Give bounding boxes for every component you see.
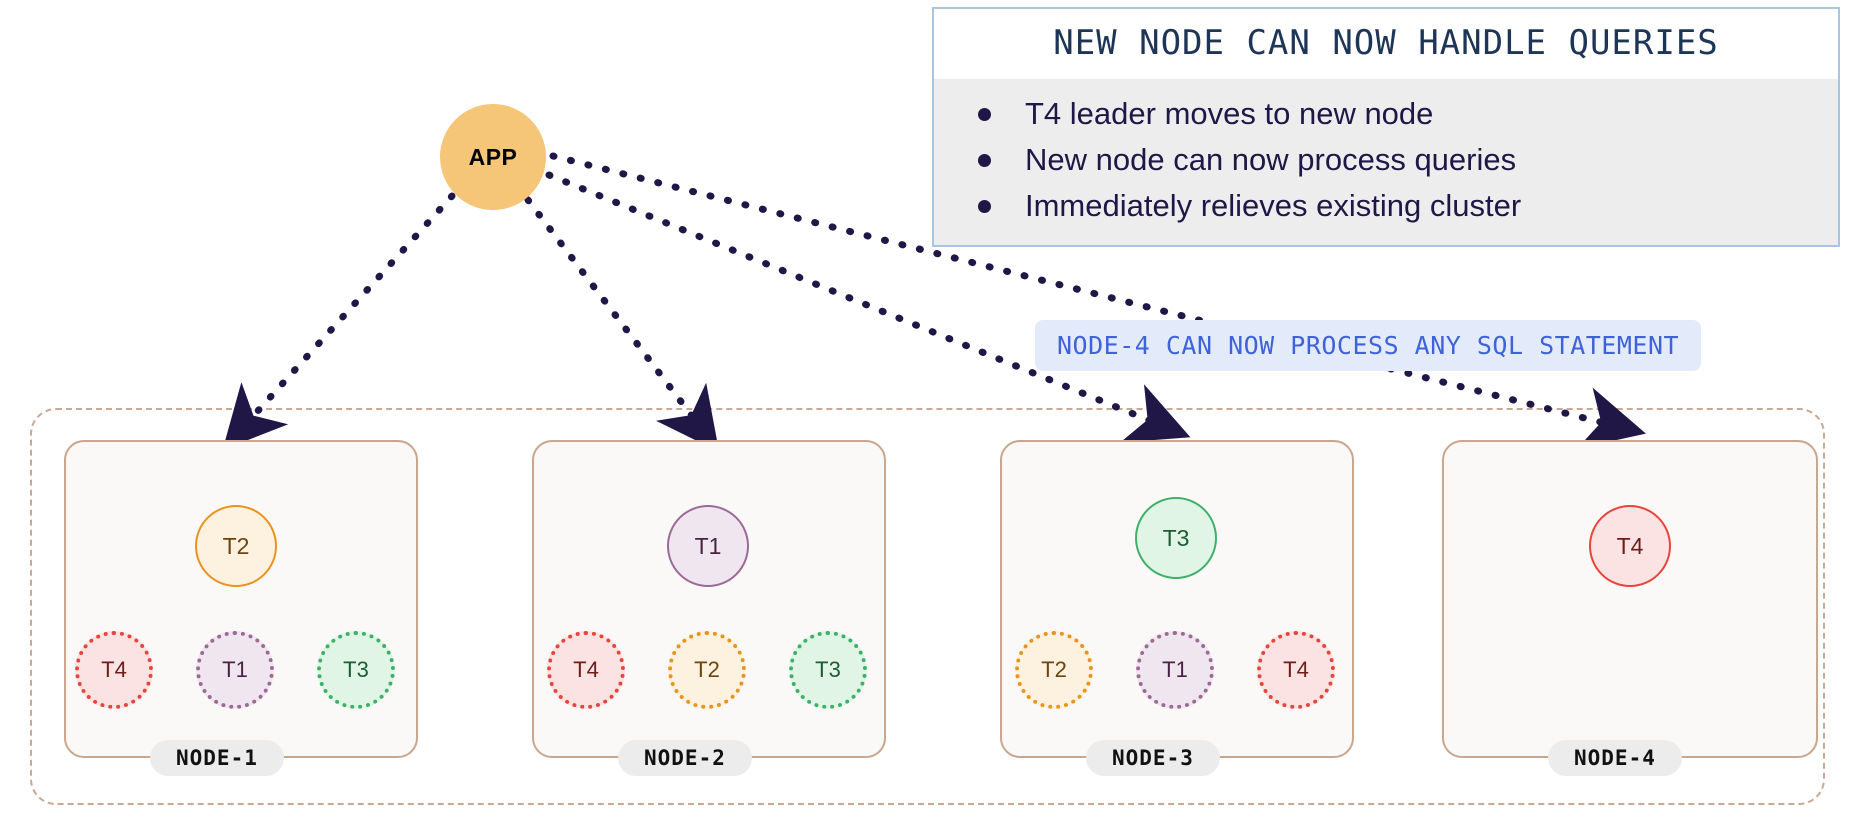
tablet-leader-node3[interactable]: T3: [1135, 497, 1217, 579]
tablet-replica-node1-3[interactable]: T3: [317, 631, 395, 709]
tablet-label: T1: [1162, 657, 1188, 682]
tablet-label: T2: [222, 532, 250, 559]
tablet-label: T2: [1041, 657, 1067, 682]
node-label-2: NODE-2: [618, 740, 752, 776]
callout-bullet-text: New node can now process queries: [1025, 142, 1517, 177]
node-label-1: NODE-1: [150, 740, 284, 776]
node-card-3[interactable]: [1000, 440, 1354, 758]
callout-bullet-2: New node can now process queries: [934, 137, 1838, 183]
bullet-dot-icon: [978, 107, 991, 121]
tablet-replica-node2-3[interactable]: T3: [789, 631, 867, 709]
tablet-label: T3: [343, 657, 369, 682]
node-label-4: NODE-4: [1548, 740, 1682, 776]
tablet-leader-node4[interactable]: T4: [1589, 505, 1671, 587]
tablet-replica-node3-2[interactable]: T1: [1136, 631, 1214, 709]
tablet-label: T4: [1616, 532, 1644, 559]
tablet-leader-node2[interactable]: T1: [667, 505, 749, 587]
tablet-replica-node2-2[interactable]: T2: [668, 631, 746, 709]
tablet-label: T3: [815, 657, 841, 682]
tablet-replica-node3-1[interactable]: T2: [1015, 631, 1093, 709]
arrow-app-to-node2: [524, 196, 720, 452]
tablet-replica-node1-2[interactable]: T1: [196, 631, 274, 709]
tablet-label: T4: [573, 657, 599, 682]
arrow-app-to-node1: [222, 192, 456, 450]
bullet-dot-icon: [978, 199, 991, 213]
tablet-replica-node1-1[interactable]: T4: [75, 631, 153, 709]
node-card-1[interactable]: [64, 440, 418, 758]
node-label-3: NODE-3: [1086, 740, 1220, 776]
node-card-4[interactable]: [1442, 440, 1818, 758]
tablet-replica-node2-1[interactable]: T4: [547, 631, 625, 709]
callout-title: NEW NODE CAN NOW HANDLE QUERIES: [934, 9, 1838, 79]
tablet-replica-node3-3[interactable]: T4: [1257, 631, 1335, 709]
callout-bullet-text: T4 leader moves to new node: [1025, 96, 1434, 131]
tablet-label: T1: [694, 532, 722, 559]
callout-body: T4 leader moves to new node New node can…: [934, 79, 1838, 245]
callout-bullet-3: Immediately relieves existing cluster: [934, 183, 1838, 229]
callout-bullet-1: T4 leader moves to new node: [934, 91, 1838, 137]
tablet-label: T2: [694, 657, 720, 682]
tablet-label: T4: [1283, 657, 1309, 682]
tablet-label: T1: [222, 657, 248, 682]
sql-statement-badge: NODE-4 CAN NOW PROCESS ANY SQL STATEMENT: [1035, 320, 1702, 371]
callout-panel: NEW NODE CAN NOW HANDLE QUERIES T4 leade…: [932, 7, 1840, 247]
tablet-label: T3: [1162, 524, 1190, 551]
app-node-label: APP: [468, 143, 518, 170]
tablet-leader-node1[interactable]: T2: [195, 505, 277, 587]
bullet-dot-icon: [978, 153, 991, 167]
tablet-label: T4: [101, 657, 127, 682]
node-card-2[interactable]: [532, 440, 886, 758]
callout-bullet-text: Immediately relieves existing cluster: [1025, 188, 1522, 223]
app-node[interactable]: APP: [440, 104, 546, 210]
